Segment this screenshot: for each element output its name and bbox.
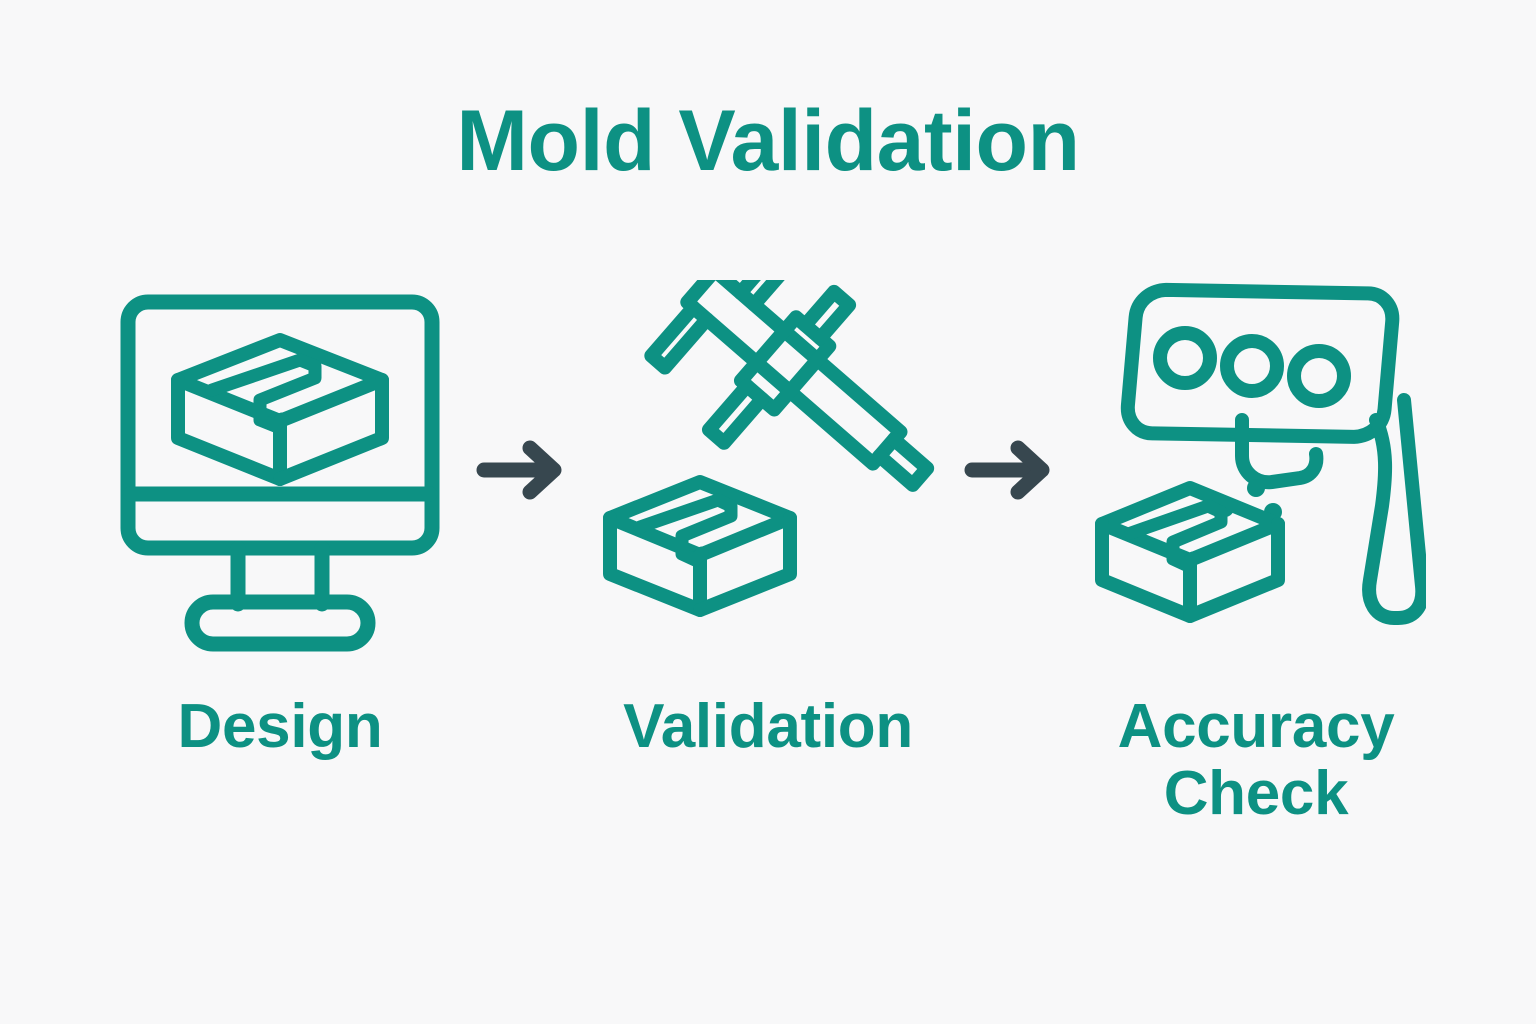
- process-flow: Design: [0, 280, 1536, 920]
- flow-step-accuracy-check: Accuracy Check: [1072, 280, 1440, 828]
- monitor-mold-icon: [120, 294, 440, 652]
- flow-step-design: Design: [96, 280, 464, 761]
- page-title: Mold Validation: [456, 93, 1080, 189]
- caliper-mold-icon: [603, 280, 935, 617]
- flow-arrow-1: [464, 280, 584, 660]
- scanner-gun-mold-icon: [1095, 282, 1426, 625]
- flow-step-label-accuracy-check: Accuracy Check: [1091, 692, 1421, 828]
- flow-arrow-2: [952, 280, 1072, 660]
- arrow-right-icon: [964, 440, 1050, 500]
- flow-step-label-design: Design: [177, 692, 383, 761]
- flow-step-label-validation: Validation: [623, 692, 913, 761]
- flow-step-label-line1: Accuracy: [1117, 692, 1395, 761]
- arrow-right-icon: [476, 440, 562, 500]
- flow-step-validation: Validation: [584, 280, 952, 761]
- flow-step-label-line2: Check: [1163, 758, 1349, 828]
